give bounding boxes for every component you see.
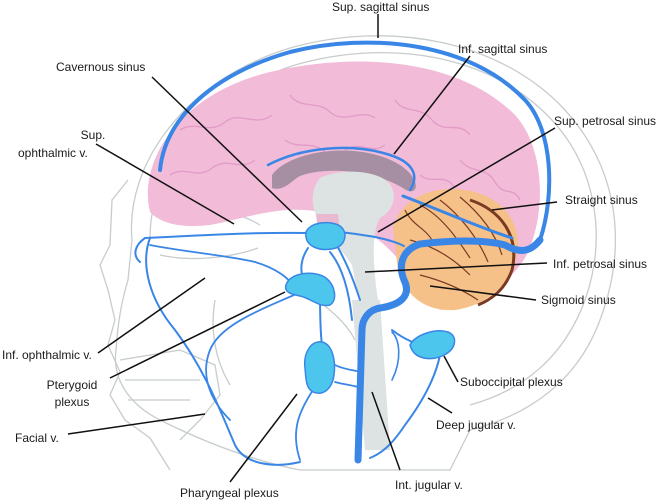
leader-lines [67,14,558,483]
label-pterygoid-plexus-line1: Pterygoid [46,378,98,392]
inf-ophthalmic-vein [149,244,295,289]
plexuses [284,221,456,394]
deep-jugular-vein [369,354,441,459]
transverse-sinus-vessel [354,236,544,464]
sup-sagittal-sinus-vessel [158,40,552,242]
pharyngeal-plexus-blob [303,341,336,394]
veins [134,40,552,466]
inf-sagittal-sinus-vessel [266,146,416,192]
label-inf-petrosal-sinus: Inf. petrosal sinus [553,257,648,271]
label-inf-sagittal-sinus: Inf. sagittal sinus [458,42,548,56]
label-cavernous-sinus: Cavernous sinus [56,60,146,74]
label-int-jugular-v: Int. jugular v. [395,478,463,492]
label-pterygoid-plexus-line2: plexus [54,395,90,409]
straight-sinus-vessel [401,194,514,240]
label-straight-sinus: Straight sinus [565,193,638,207]
label-facial-v: Facial v. [15,431,59,445]
facial-vein [145,237,301,466]
label-deep-jugular-v: Deep jugular v. [436,418,516,432]
cavernous-sinus-blob [305,221,346,251]
label-sup-petrosal-sinus: Sup. petrosal sinus [554,114,657,128]
pterygoid-plexus-blob [284,272,336,307]
label-pharyngeal-plexus: Pharyngeal plexus [180,486,279,500]
label-sup-sagittal-sinus: Sup. sagittal sinus [332,0,430,14]
cerebellum [393,189,519,311]
sup-ophthalmic-vein [144,231,309,239]
label-sup-ophthalmic-v-line1: Sup. [80,128,106,142]
label-sup-ophthalmic-v-line2: ophthalmic v. [18,146,88,160]
label-inf-ophthalmic-v: Inf. ophthalmic v. [2,348,92,362]
label-sigmoid-sinus: Sigmoid sinus [541,293,616,307]
label-suboccipital-plexus: Suboccipital plexus [460,375,563,389]
suboccipital-plexus-blob [409,330,456,360]
sup-petrosal-sinus-vessel [339,231,405,247]
corpus-callosum [272,150,416,192]
